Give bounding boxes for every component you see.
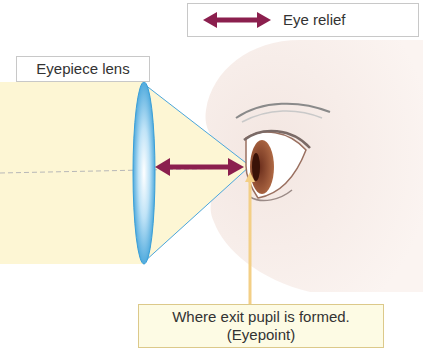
eye-relief-arrow	[155, 158, 244, 176]
node-text: Eyepiece lens	[25, 60, 141, 78]
face-skin	[205, 40, 423, 292]
light-beam	[0, 82, 144, 264]
legend-arrow-sample	[202, 10, 272, 30]
eyelid	[246, 132, 306, 198]
optical-axis	[0, 168, 240, 173]
eyeball	[250, 140, 274, 194]
legend-text: Eye relief	[283, 11, 346, 28]
eyepiece-lens	[133, 82, 155, 264]
lens-label-box: Eyepiece lens	[16, 56, 150, 82]
node-text: Where exit pupil is formed. (Eyepoint)	[147, 308, 375, 344]
leader-line	[249, 178, 252, 306]
legend-box: Eye relief	[187, 3, 419, 37]
light-cone	[144, 84, 250, 262]
eyepoint-callout-box: Where exit pupil is formed. (Eyepoint)	[138, 304, 384, 348]
